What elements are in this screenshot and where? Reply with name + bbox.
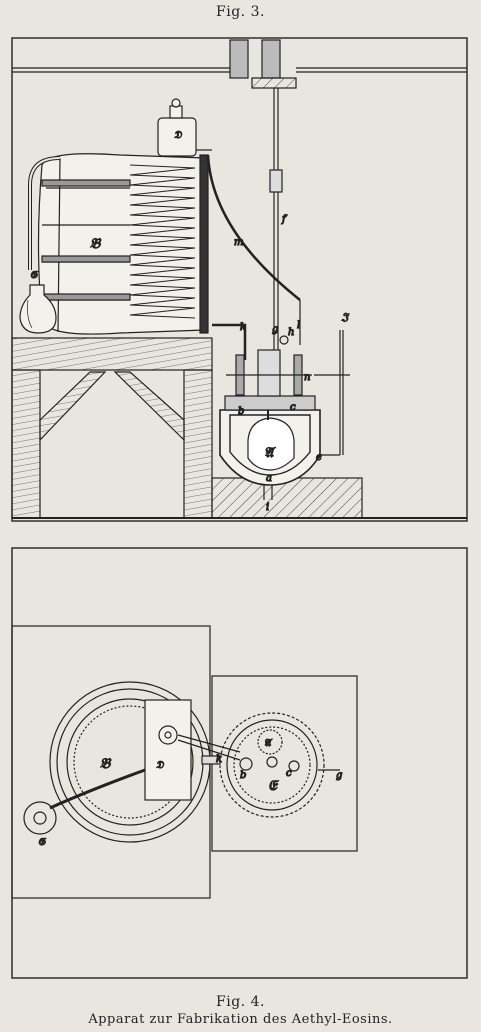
label-n-fig3: n [304, 372, 310, 383]
label-k-fig3: k [240, 322, 246, 333]
label-m-fig3: m [234, 237, 243, 248]
label-i-fig3: i [266, 502, 269, 513]
label-l-fig3: l [297, 320, 300, 331]
stirrer-drive-gear [229, 39, 297, 360]
dripping-plate-top-view [144, 699, 192, 801]
valves-and-gauges [226, 330, 350, 456]
label-k-fig4: k [216, 754, 222, 765]
label-I-fig3: 𝔍 [341, 312, 350, 323]
dropping-vessel-D [157, 98, 212, 157]
label-h-fig3: h [288, 327, 294, 338]
label-g-fig3: g [272, 324, 278, 335]
label-D-fig4: 𝔇 [156, 760, 164, 771]
figure-3-frame [11, 37, 468, 522]
label-B-fig4: 𝔅 [100, 756, 112, 772]
label-g-fig4: g [336, 770, 342, 781]
label-b-fig3: b [238, 406, 244, 417]
label-c-fig3: c [290, 402, 296, 413]
condenser-barrel-B [37, 153, 209, 335]
label-f-fig3: f [281, 214, 288, 225]
label-e-fig3: e [316, 452, 322, 463]
label-a-fig3: a [266, 473, 272, 484]
autoclave-top-view [177, 712, 340, 818]
flask-top-view [23, 768, 146, 835]
figure-3-caption: Fig. 3. [216, 4, 265, 20]
figure-4-subtitle: Apparat zur Fabrikation des Aethyl-Eosin… [88, 1012, 393, 1027]
label-b-fig4: b [240, 770, 246, 781]
label-B-fig3: 𝔅 [90, 236, 102, 252]
figure-4-caption: Fig. 4. [216, 994, 265, 1010]
label-D-fig3: 𝔇 [174, 130, 182, 141]
label-A-fig4: 𝔄 [264, 738, 273, 749]
label-G-fig3: 𝔊 [30, 270, 38, 281]
label-G-fig4: 𝔊 [38, 837, 46, 848]
wooden-table [11, 337, 213, 519]
label-c-fig4: c [286, 768, 292, 779]
receiver-flask-G [19, 284, 57, 334]
label-C-fig4: 𝔈 [268, 778, 279, 794]
